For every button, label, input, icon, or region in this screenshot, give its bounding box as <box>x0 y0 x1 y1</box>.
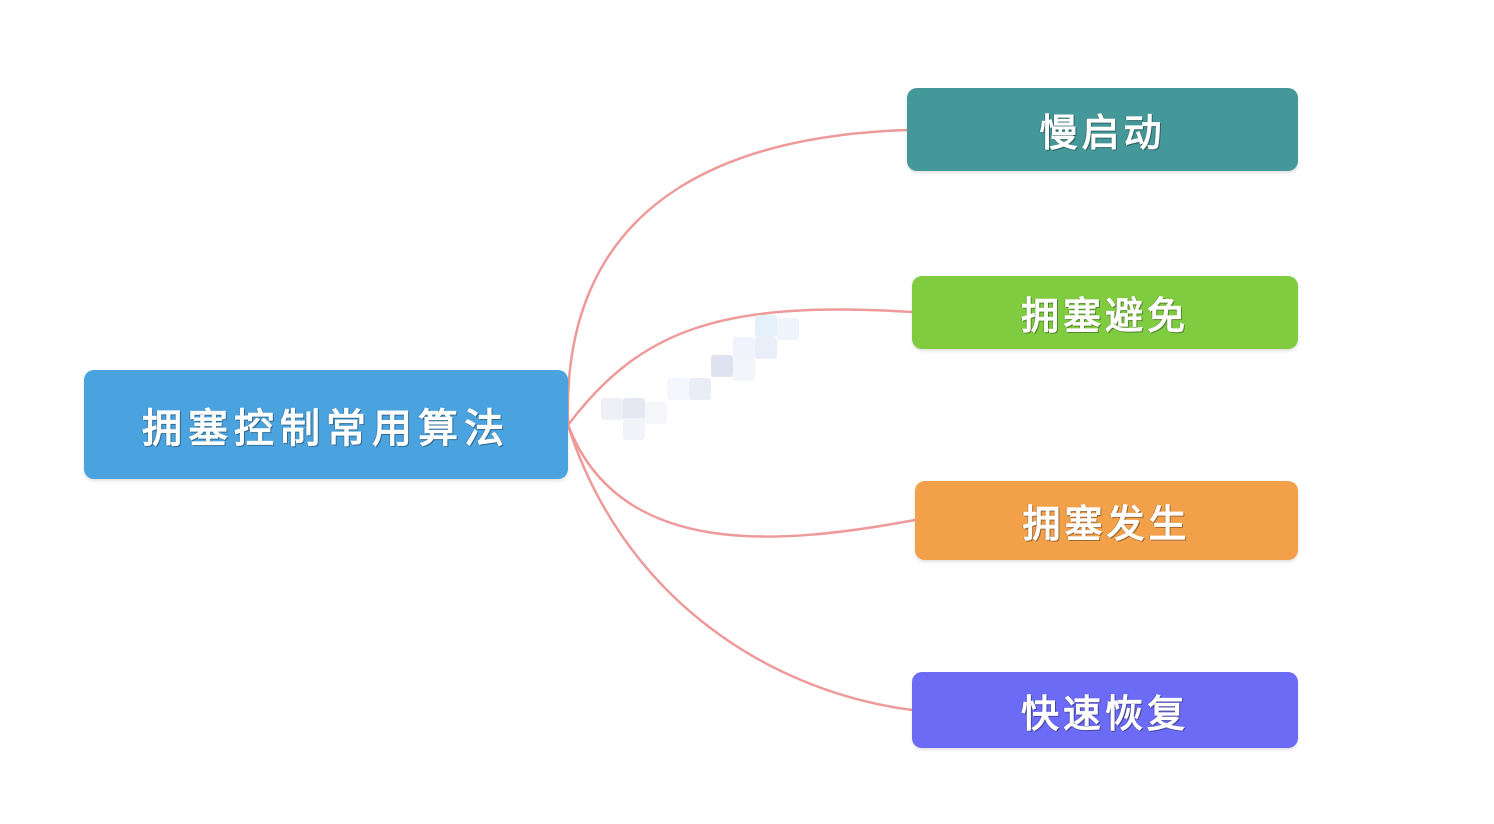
child-node-congestion-avoidance: 拥塞避免 <box>912 276 1298 349</box>
child-node-label: 慢启动 <box>1039 110 1166 155</box>
child-node-label: 快速恢复 <box>1020 690 1189 736</box>
child-node-label: 拥塞避免 <box>1020 293 1189 338</box>
connector-congestion-avoidance <box>567 308 913 426</box>
root-node-congestion-control-algorithms: 拥塞控制常用算法 <box>84 370 568 479</box>
root-node-label: 拥塞控制常用算法 <box>142 404 510 452</box>
child-node-label: 拥塞发生 <box>1022 501 1191 546</box>
child-node-congestion-occurs: 拥塞发生 <box>915 481 1298 560</box>
connector-slow-start <box>566 128 908 426</box>
connector-congestion-occurs <box>566 424 916 538</box>
child-node-slow-start: 慢启动 <box>907 88 1298 171</box>
connector-fast-recovery <box>566 424 913 712</box>
child-node-fast-recovery: 快速恢复 <box>912 672 1298 748</box>
